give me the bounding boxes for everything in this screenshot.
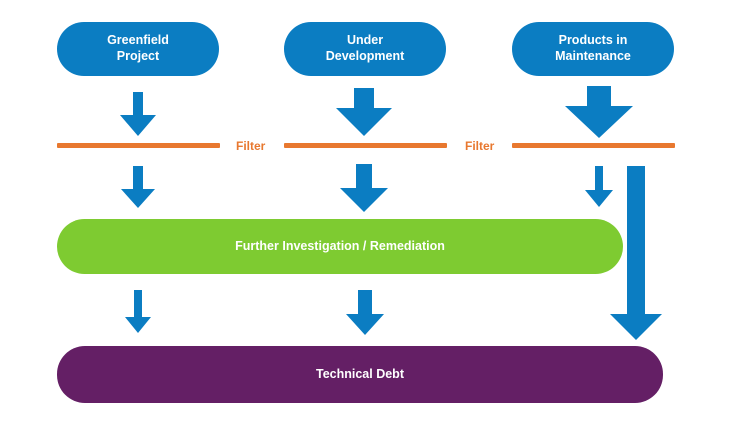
arrow-down-icon: [336, 88, 392, 136]
under-development-node: Under Development: [284, 22, 446, 76]
greenfield-project-label: Greenfield Project: [107, 33, 169, 63]
filter-label-2: Filter: [465, 139, 495, 153]
arrow-down-icon: [610, 166, 662, 340]
under-development-label: Under Development: [325, 33, 405, 63]
technical-debt-node: Technical Debt: [57, 346, 663, 403]
further-investigation-node: Further Investigation / Remediation: [57, 219, 623, 274]
filter-line-2: [284, 143, 447, 148]
products-in-maintenance-node: Products in Maintenance: [512, 22, 674, 76]
arrow-down-icon: [565, 86, 633, 138]
arrow-down-icon: [585, 166, 613, 207]
technical-debt-label: Technical Debt: [316, 366, 404, 381]
filter-label-1: Filter: [236, 139, 266, 153]
products-in-maintenance-label: Products in Maintenance: [555, 33, 631, 63]
greenfield-project-node: Greenfield Project: [57, 22, 219, 76]
arrow-down-icon: [346, 290, 384, 335]
arrow-down-icon: [125, 290, 151, 333]
filter-line-3: [512, 143, 675, 148]
filter-line-1: [57, 143, 220, 148]
arrow-down-icon: [340, 164, 388, 212]
arrow-down-icon: [121, 166, 155, 208]
further-investigation-label: Further Investigation / Remediation: [235, 238, 445, 253]
arrow-down-icon: [120, 92, 156, 136]
